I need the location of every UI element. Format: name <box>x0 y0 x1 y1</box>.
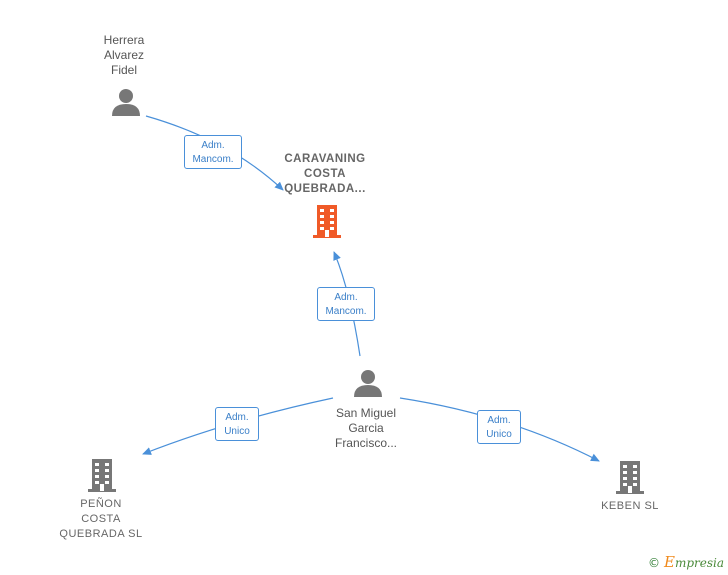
brand-initial: E <box>663 553 675 571</box>
node-label-keben[interactable]: KEBEN SL <box>601 500 659 512</box>
node-label-sanmiguel[interactable]: San Miguel Garcia Francisco... <box>334 406 397 450</box>
role-badge-sanmiguel-caravaning: Adm. Mancom. <box>317 287 375 321</box>
role-badge-sanmiguel-penon: Adm. Unico <box>215 407 259 441</box>
building-icon-focus[interactable] <box>311 203 343 239</box>
brand-name: mpresia <box>674 556 724 570</box>
node-label-penon[interactable]: PEÑON COSTA QUEBRADA SL <box>59 498 143 540</box>
building-icon[interactable] <box>86 457 118 493</box>
person-icon[interactable] <box>352 369 384 399</box>
copyright-icon: © <box>647 556 660 570</box>
building-icon[interactable] <box>614 459 646 495</box>
role-badge-sanmiguel-keben: Adm. Unico <box>477 410 521 444</box>
node-label-caravaning[interactable]: CARAVANING COSTA QUEBRADA... <box>284 153 366 195</box>
role-badge-herrera: Adm. Mancom. <box>184 135 242 169</box>
brand-logo[interactable]: ©Empresia <box>648 553 724 571</box>
person-icon[interactable] <box>110 88 142 118</box>
node-label-herrera[interactable]: Herrera Alvarez Fidel <box>103 33 145 77</box>
